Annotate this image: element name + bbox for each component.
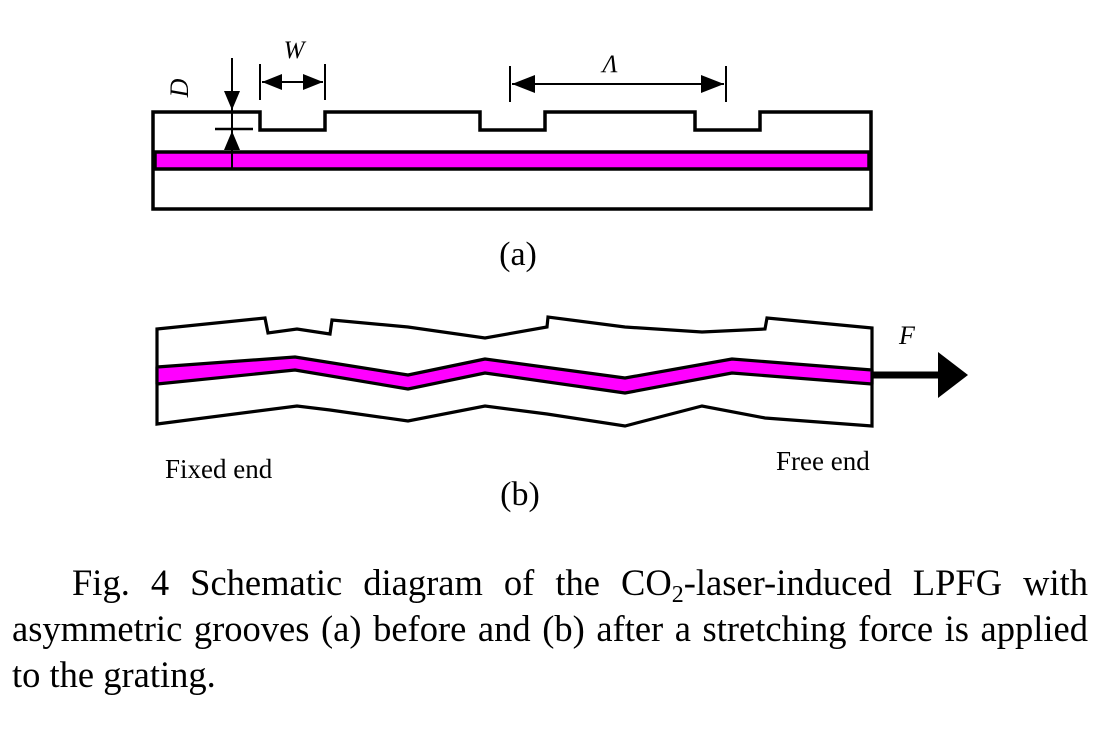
force-label: F [898,321,916,350]
lpfg-schematic-figure: D W Λ (a) F [151,37,968,513]
panel-a: D W Λ (a) [151,37,873,273]
fixed-end-label: Fixed end [165,454,273,484]
period-dimension: Λ [509,51,727,102]
figure-caption: Fig. 4 Schematic diagram of the CO2-lase… [12,560,1088,698]
panel-b-label: (b) [500,476,540,513]
panel-b: F Fixed end Free end (b) [155,315,968,513]
force-arrow: F [872,321,968,398]
panel-a-label: (a) [499,236,537,273]
depth-label: D [165,78,194,98]
period-label: Λ [600,51,617,78]
caption-subscript: 2 [671,582,684,608]
width-label: W [284,37,307,64]
depth-dimension: D [165,58,253,170]
fiber-core-b [155,355,874,395]
fiber-core-a [153,150,871,171]
caption-suffix: -laser-induced LPFG with asymmetric groo… [12,562,1088,695]
caption-prefix: Fig. 4 Schematic diagram of the CO [72,562,672,603]
width-dimension: W [259,37,326,100]
free-end-label: Free end [776,446,870,476]
